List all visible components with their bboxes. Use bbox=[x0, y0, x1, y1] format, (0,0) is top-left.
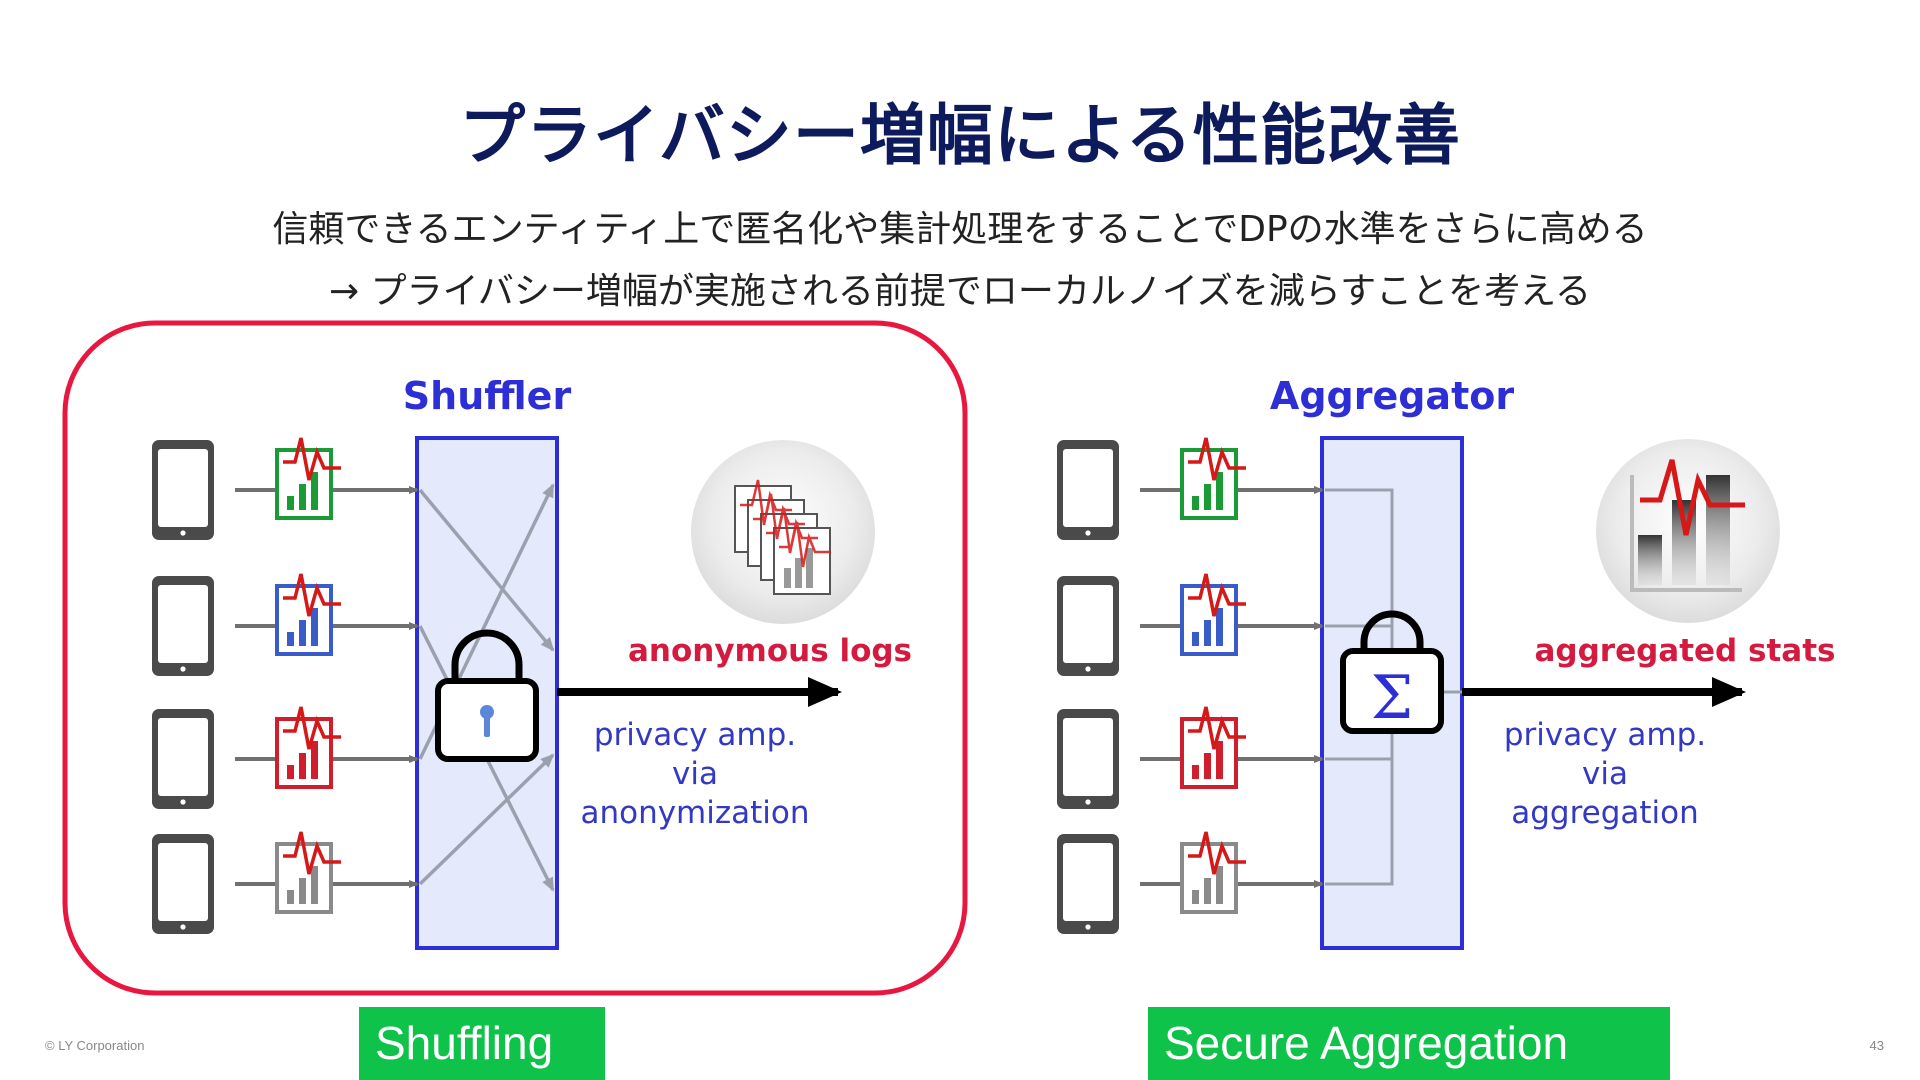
aggregated-chart-icon bbox=[1596, 439, 1780, 623]
tablet-icon bbox=[152, 576, 214, 676]
privacy-amp-anonymization: privacy amp. via anonymization bbox=[560, 716, 830, 833]
key-hole-icon bbox=[480, 705, 494, 737]
bar-chart-icon bbox=[1180, 831, 1246, 914]
privacy-amp-aggregation: privacy amp. via aggregation bbox=[1470, 716, 1740, 833]
subtitle-line-1: 信頼できるエンティティ上で匿名化や集計処理をすることでDPの水準をさらに高める bbox=[272, 209, 1648, 250]
sigma-padlock-icon: Σ bbox=[1340, 610, 1444, 734]
shuffler-panel bbox=[235, 436, 875, 950]
amp-line-2: via bbox=[1582, 756, 1628, 792]
shuffled-logs-icon bbox=[691, 440, 875, 624]
page-number: 43 bbox=[1869, 1038, 1884, 1053]
bar-chart-icon bbox=[1180, 706, 1246, 789]
bar-chart-icon bbox=[275, 437, 341, 520]
amp-line-2: via bbox=[672, 756, 718, 792]
tablet-icon bbox=[1057, 440, 1119, 540]
aggregator-header: Aggregator bbox=[1269, 374, 1515, 418]
aggregated-stats-label: aggregated stats bbox=[1534, 633, 1836, 669]
bar-chart-icon bbox=[275, 573, 341, 656]
bar-chart-icon bbox=[1180, 573, 1246, 656]
copyright-footer: © LY Corporation bbox=[45, 1038, 145, 1053]
tablet-icon bbox=[1057, 834, 1119, 934]
aggregator-panel: Σ bbox=[1140, 436, 1780, 950]
shuffling-caption: Shuffling bbox=[359, 1007, 605, 1080]
subtitle-line-2: → プライバシー増幅が実施される前提でローカルノイズを減らすことを考える bbox=[328, 271, 1591, 312]
bar-chart-icon bbox=[275, 706, 341, 789]
amp-line-3: aggregation bbox=[1511, 795, 1699, 831]
padlock-icon bbox=[435, 629, 539, 762]
tablet-icon bbox=[1057, 576, 1119, 676]
sigma-symbol: Σ bbox=[1371, 663, 1413, 733]
tablet-icon bbox=[152, 440, 214, 540]
tablet-icon bbox=[1057, 709, 1119, 809]
device-column-left bbox=[152, 437, 341, 934]
tablet-icon bbox=[152, 834, 214, 934]
shuffler-header: Shuffler bbox=[402, 374, 572, 418]
anonymous-logs-label: anonymous logs bbox=[627, 633, 913, 669]
secure-aggregation-caption: Secure Aggregation bbox=[1148, 1007, 1670, 1080]
bar-chart-icon bbox=[1180, 437, 1246, 520]
amp-line-1: privacy amp. bbox=[593, 717, 797, 753]
bar-chart-icon bbox=[275, 831, 341, 914]
device-column-right bbox=[1057, 437, 1246, 934]
amp-line-3: anonymization bbox=[580, 795, 810, 831]
tablet-icon bbox=[152, 709, 214, 809]
shuffling-highlight-frame bbox=[62, 320, 968, 996]
amp-line-1: privacy amp. bbox=[1503, 717, 1707, 753]
slide-title: プライバシー増幅による性能改善 bbox=[459, 97, 1461, 174]
